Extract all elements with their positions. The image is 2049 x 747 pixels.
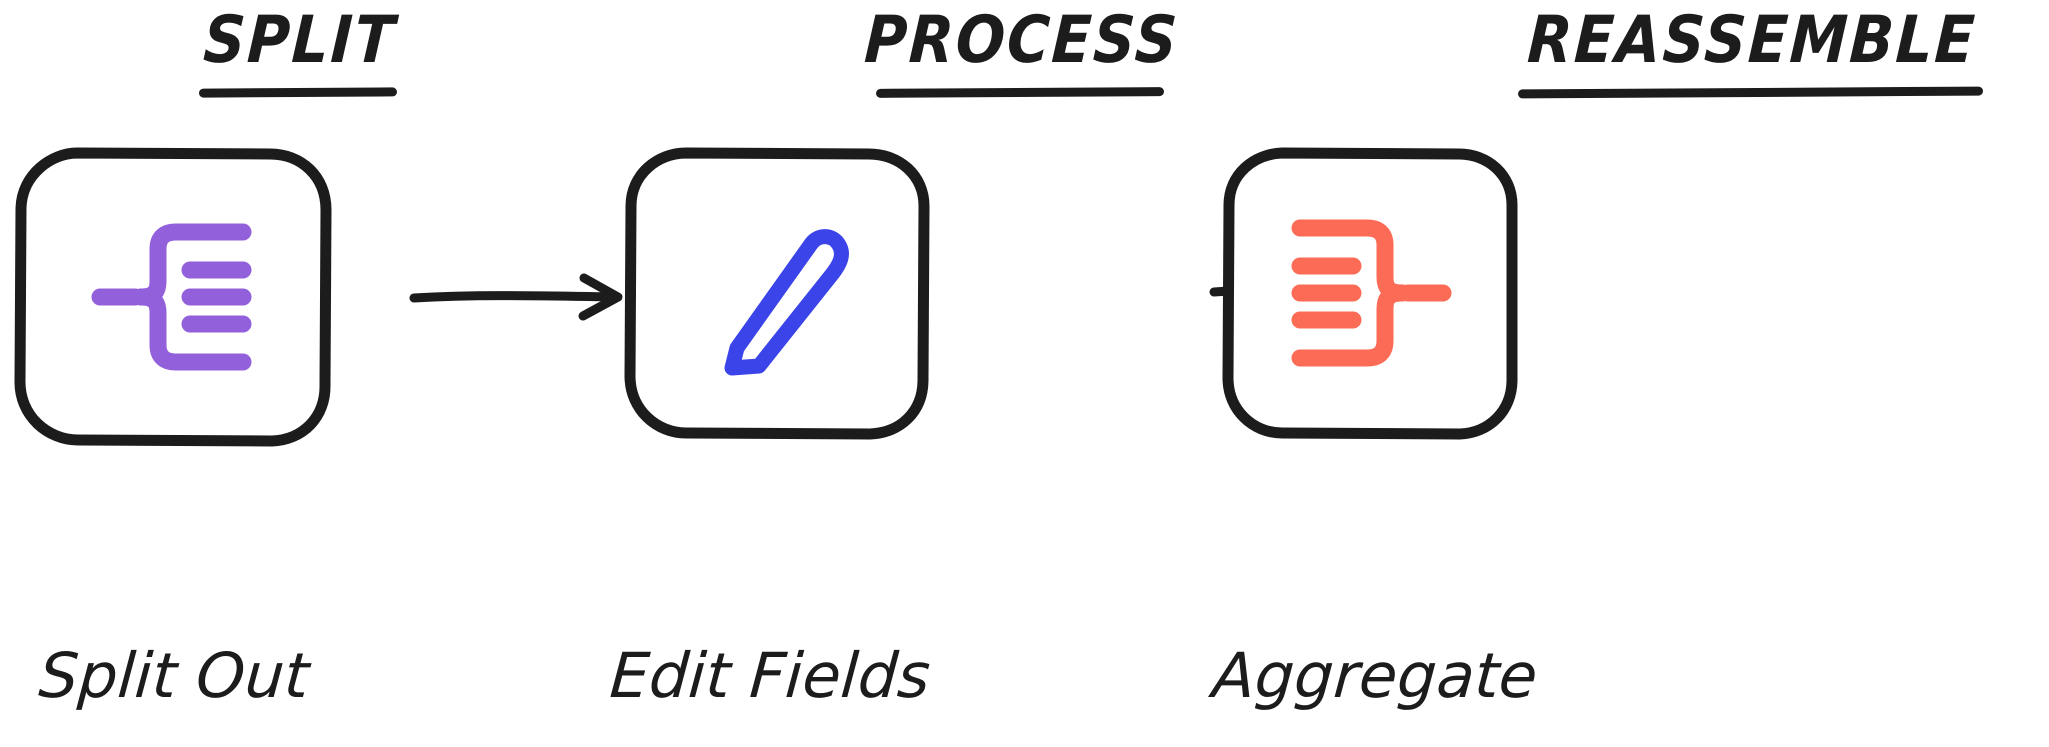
node-edit-fields[interactable] bbox=[624, 147, 930, 440]
pencil-icon bbox=[687, 203, 867, 383]
node-caption-edit-fields: Edit Fields bbox=[607, 639, 933, 712]
stage-heading-process: PROCESS bbox=[740, 0, 1300, 98]
node-caption-split-out: Split Out bbox=[36, 639, 312, 712]
node-caption-aggregate: Aggregate bbox=[1210, 639, 1540, 712]
arrow-split-to-process bbox=[409, 252, 640, 342]
stage-heading-split-text: SPLIT bbox=[201, 1, 398, 78]
aggregate-icon bbox=[1280, 203, 1460, 383]
stage-heading-reassemble-text: REASSEMBLE bbox=[1525, 1, 1979, 78]
stage-heading-split-underline bbox=[198, 87, 398, 98]
stage-heading-reassemble-underline bbox=[1517, 86, 1983, 99]
split-out-icon bbox=[83, 207, 263, 387]
stage-heading-split: SPLIT bbox=[18, 0, 578, 98]
stage-heading-process-underline bbox=[875, 87, 1165, 98]
stage-heading-reassemble: REASSEMBLE bbox=[1470, 0, 2030, 99]
node-split-out-box bbox=[14, 147, 332, 447]
node-aggregate[interactable] bbox=[1222, 147, 1518, 440]
node-split-out[interactable] bbox=[14, 147, 332, 447]
stage-heading-process-text: PROCESS bbox=[862, 1, 1181, 78]
